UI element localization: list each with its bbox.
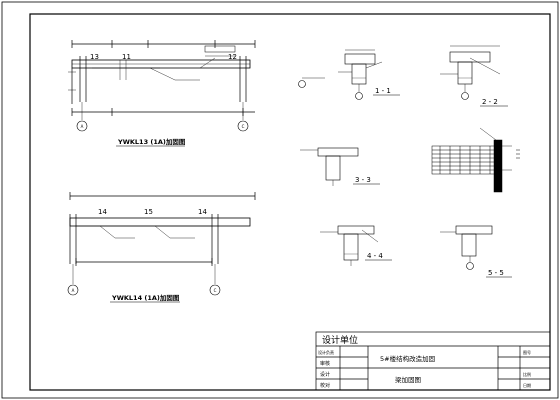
beam-2-number-mid: 15	[144, 208, 153, 216]
beam-1-number-left: 13	[90, 53, 99, 61]
beam-1-axis-label-a: A	[81, 124, 84, 129]
beam-2-elevation	[69, 192, 256, 284]
title-block-drawing-number-label: 图号	[523, 349, 531, 355]
title-block-design-unit: 设计单位	[322, 334, 358, 346]
beam-1-axis-bubbles	[76, 120, 249, 132]
beam-1-elevation	[68, 40, 256, 120]
beam-2-axis-label-a: A	[72, 288, 75, 293]
section-4-4-label: 4 - 4	[367, 252, 383, 260]
title-block-frame	[315, 331, 551, 391]
beam-1-number-right: 12	[228, 53, 237, 61]
anchor-plate-detail	[431, 127, 520, 193]
section-3-3-drawing	[300, 147, 359, 186]
section-2-2-drawing	[440, 45, 501, 100]
beam-2-axis-label-c: C	[214, 288, 217, 293]
title-block-row-design: 设计	[320, 371, 330, 378]
title-block-project-name: 5#楼结构改造加固	[380, 354, 435, 363]
title-block-row-review: 审核	[320, 360, 330, 367]
section-1-1-drawing	[298, 49, 383, 100]
beam-2-number-right: 14	[198, 208, 207, 216]
section-5-5-label: 5 - 5	[488, 269, 504, 277]
title-block-drawing-name: 梁加固图	[395, 375, 421, 384]
beam-2-number-left: 14	[98, 208, 107, 216]
beam-1-number-mid: 11	[122, 53, 131, 61]
section-3-3-label: 3 - 3	[355, 176, 371, 184]
beam-1-title: YWKL13 (1A)加固图	[117, 137, 186, 146]
section-2-2-label: 2 - 2	[482, 98, 498, 106]
title-block-row-design-lead: 设计负责	[318, 349, 334, 355]
section-4-4-drawing	[320, 225, 379, 266]
section-1-1-label: 1 - 1	[375, 87, 391, 95]
title-block-scale-label: 比例	[523, 371, 531, 377]
beam-1-axis-label-c: C	[242, 124, 245, 129]
title-block-date-label: 日期	[523, 382, 531, 388]
beam-2-axis-bubbles	[67, 284, 221, 296]
title-block-row-check: 校对	[320, 382, 330, 389]
beam-2-title: YWKL14 (1A)加固图	[111, 293, 180, 302]
section-5-5-drawing	[440, 225, 493, 270]
